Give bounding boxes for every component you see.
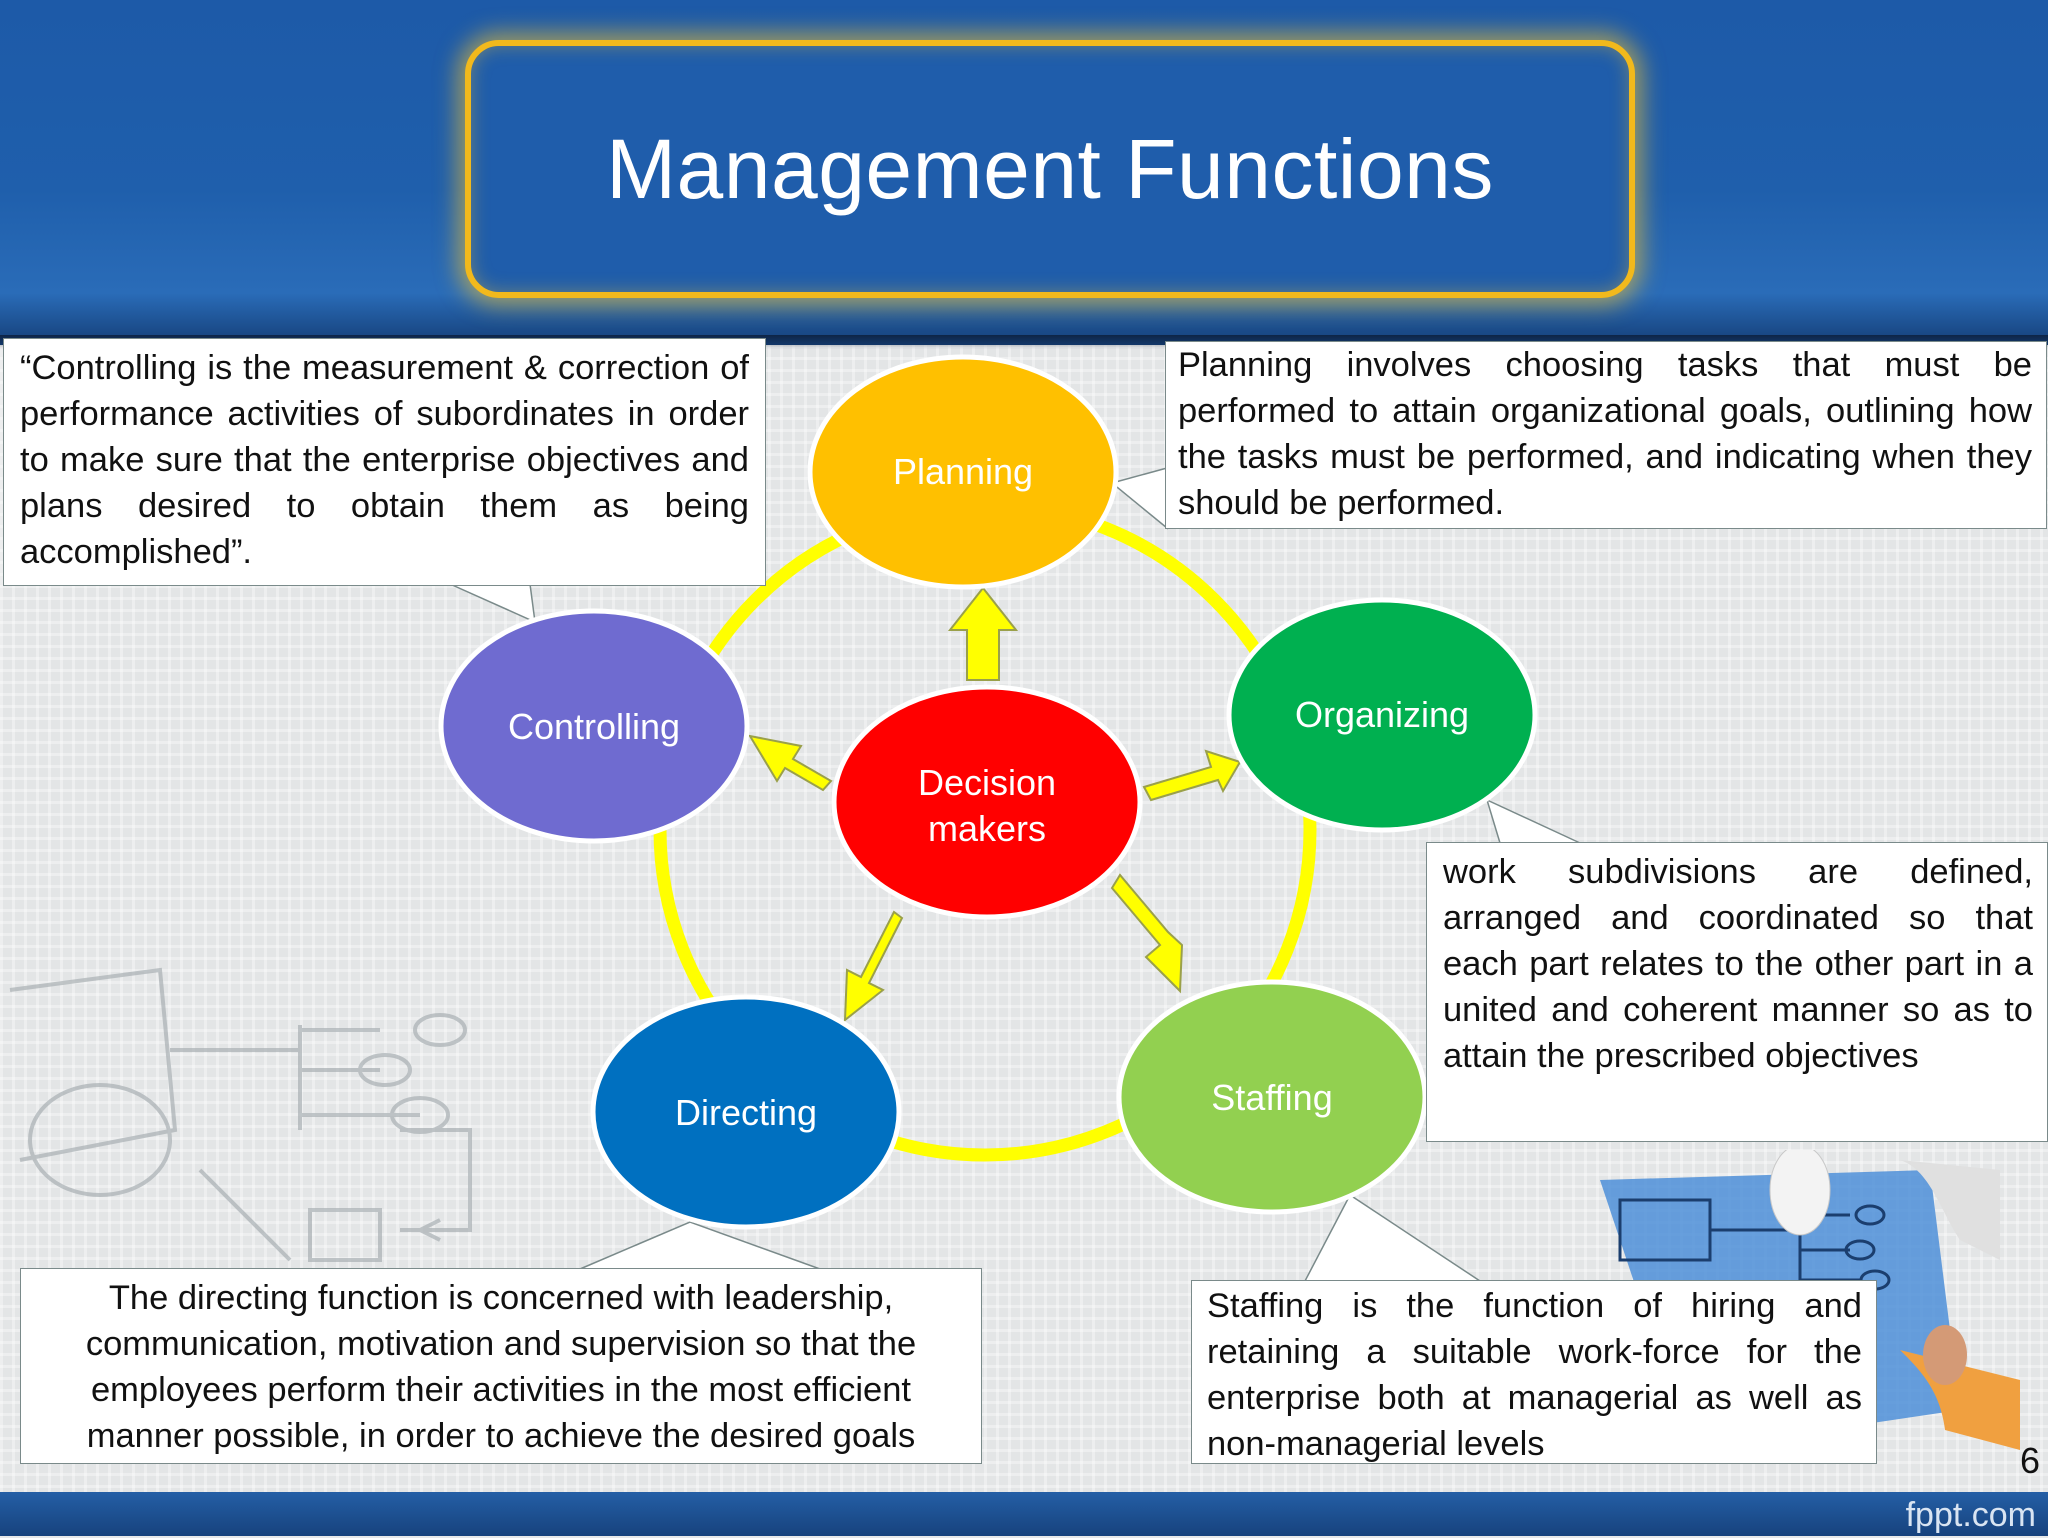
organizing-callout-pointer <box>1485 798 1581 844</box>
controlling-node <box>438 608 750 844</box>
organizing-callout-text: work subdivisions are defined, arranged … <box>1443 853 2033 1075</box>
controlling-label: Controlling <box>508 706 680 747</box>
arrow-to-staffing <box>1110 873 1184 994</box>
slide-number: 6 <box>2019 1440 2040 1481</box>
planning-callout-pointer <box>1110 467 1168 530</box>
controlling-callout-pointer <box>449 583 536 624</box>
staffing-callout-pointer <box>1303 1193 1483 1282</box>
organizing-node <box>1226 597 1538 833</box>
arrow-to-directing <box>843 910 904 1023</box>
slide-title: Management Functions <box>606 121 1494 216</box>
directing-callout: The directing function is concerned with… <box>20 1268 982 1464</box>
staffing-label: Staffing <box>1211 1077 1332 1118</box>
directing-callout-pointer <box>579 1221 821 1270</box>
directing-node <box>590 994 902 1230</box>
arrow-to-planning <box>947 586 1019 681</box>
decision-makers-label-line2: makers <box>928 808 1046 849</box>
arrow-to-organizing <box>1142 749 1242 802</box>
organizing-callout: work subdivisions are defined, arranged … <box>1426 842 2048 1142</box>
decision-makers-label-line1: Decision <box>918 762 1056 803</box>
planning-node <box>807 354 1119 590</box>
planning-callout: Planning involves choosing tasks that mu… <box>1165 341 2047 529</box>
directing-label: Directing <box>675 1092 817 1133</box>
decision-makers-node <box>831 684 1143 920</box>
flowchart-sketch-decoration <box>9 967 472 1262</box>
controlling-callout-text: “Controlling is the measurement & correc… <box>20 349 749 571</box>
directing-callout-text: The directing function is concerned with… <box>85 1279 917 1455</box>
staffing-callout: Staffing is the function of hiring and r… <box>1191 1280 1877 1464</box>
footer-brand: fppt.com <box>1905 1496 2036 1534</box>
title-frame: Management Functions <box>465 40 1635 298</box>
staffing-node <box>1116 979 1428 1215</box>
planning-callout-text: Planning involves choosing tasks that mu… <box>1178 346 2032 522</box>
footer-band <box>0 1492 2048 1536</box>
staffing-callout-text: Staffing is the function of hiring and r… <box>1207 1287 1862 1463</box>
arrow-to-controlling <box>747 734 833 792</box>
planning-label: Planning <box>893 451 1033 492</box>
organizing-label: Organizing <box>1295 694 1469 735</box>
controlling-callout: “Controlling is the measurement & correc… <box>3 338 766 586</box>
